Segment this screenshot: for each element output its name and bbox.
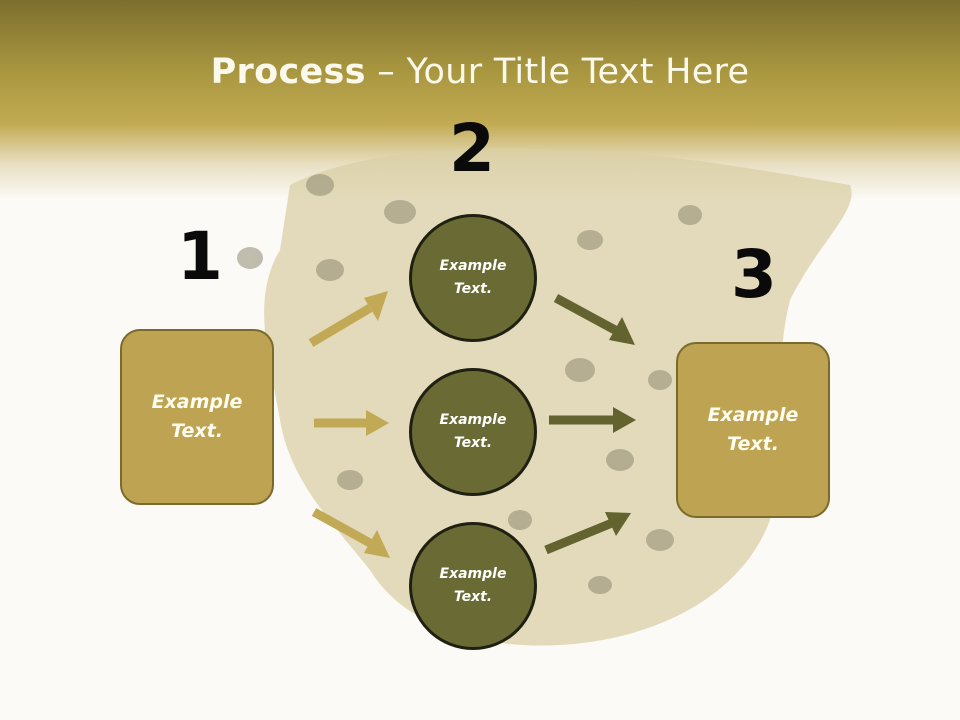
slide-title: Process – Your Title Text Here xyxy=(0,52,960,92)
left-box-label: Example Text. xyxy=(151,391,243,442)
arrow-from-bottom-circle-icon xyxy=(544,512,631,555)
step-number-2: 2 xyxy=(449,110,495,187)
step-number-3: 3 xyxy=(731,236,777,313)
circle-label-bottom: Example Text. xyxy=(439,566,507,605)
title-rest: – Your Title Text Here xyxy=(365,52,750,92)
title-bold: Process xyxy=(210,52,366,92)
process-circle-middle[interactable]: Example Text. xyxy=(409,368,537,496)
process-circle-bottom[interactable]: Example Text. xyxy=(409,522,537,650)
circle-label-middle: Example Text. xyxy=(439,412,507,451)
process-circle-top[interactable]: Example Text. xyxy=(409,214,537,342)
left-process-box[interactable]: Example Text. xyxy=(120,329,274,505)
arrow-from-top-circle-icon xyxy=(553,294,635,345)
arrow-to-top-circle-icon xyxy=(308,291,388,347)
arrow-to-middle-circle-icon xyxy=(314,410,389,436)
step-number-1: 1 xyxy=(177,218,223,295)
arrow-from-middle-circle-icon xyxy=(549,407,636,433)
circle-label-top: Example Text. xyxy=(439,258,507,297)
arrow-to-bottom-circle-icon xyxy=(311,508,390,558)
right-process-box[interactable]: Example Text. xyxy=(676,342,830,518)
right-box-label: Example Text. xyxy=(707,404,799,455)
